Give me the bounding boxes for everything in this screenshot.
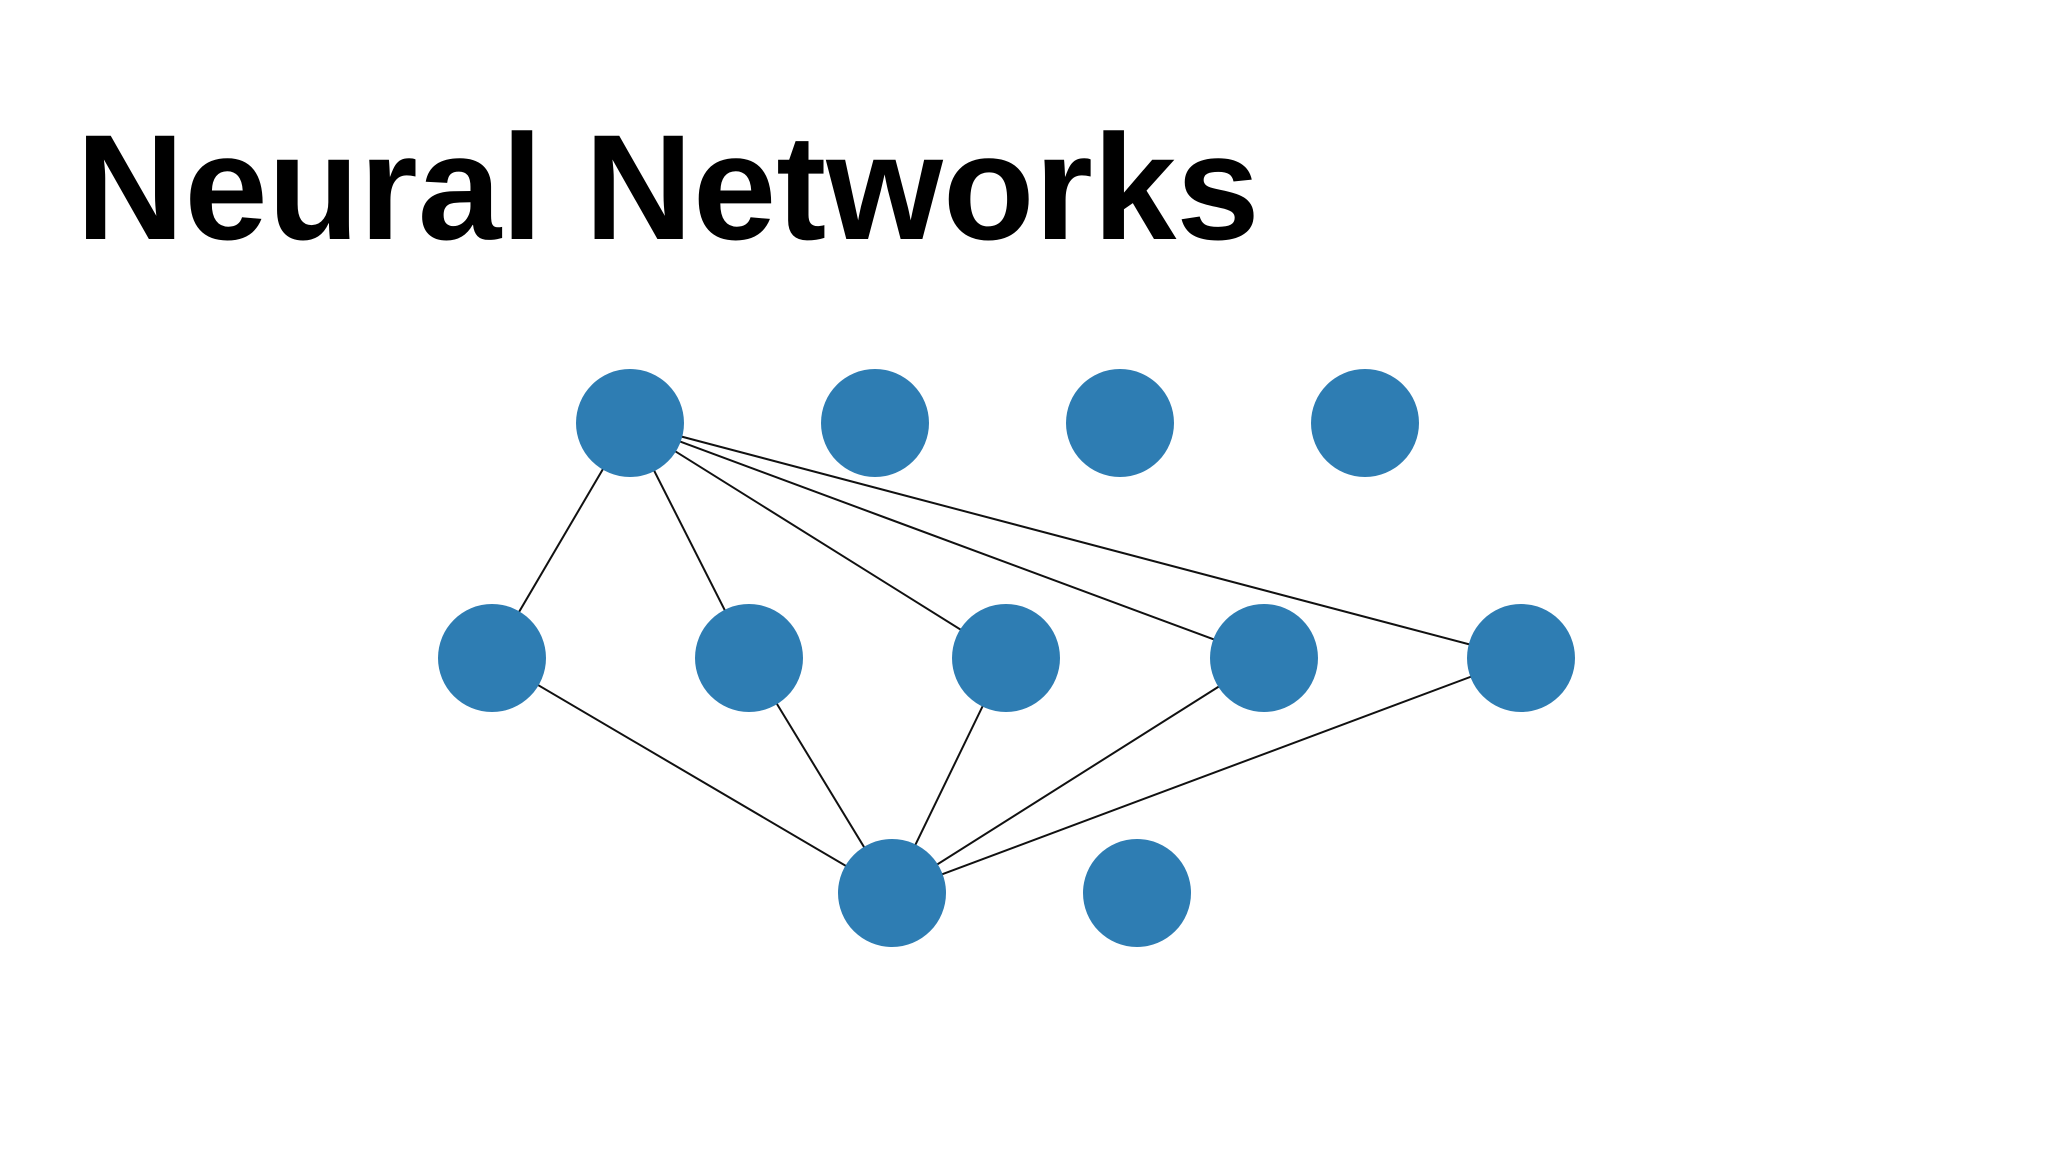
edge-t1-m5: [629, 422, 1522, 659]
edge-m1-b1: [491, 657, 893, 894]
slide-title: Neural Networks: [76, 103, 1260, 271]
node-m2: [695, 604, 803, 712]
node-b1: [838, 839, 946, 947]
nodes-group: [438, 369, 1575, 947]
node-m5: [1467, 604, 1575, 712]
node-t4: [1311, 369, 1419, 477]
node-t3: [1066, 369, 1174, 477]
node-m4: [1210, 604, 1318, 712]
edge-m5-b1: [891, 657, 1522, 894]
node-b2: [1083, 839, 1191, 947]
edge-m4-b1: [891, 657, 1265, 894]
node-m1: [438, 604, 546, 712]
node-m3: [952, 604, 1060, 712]
edge-t1-m4: [629, 422, 1265, 659]
node-t1: [576, 369, 684, 477]
node-t2: [821, 369, 929, 477]
edge-t1-m3: [629, 422, 1007, 659]
